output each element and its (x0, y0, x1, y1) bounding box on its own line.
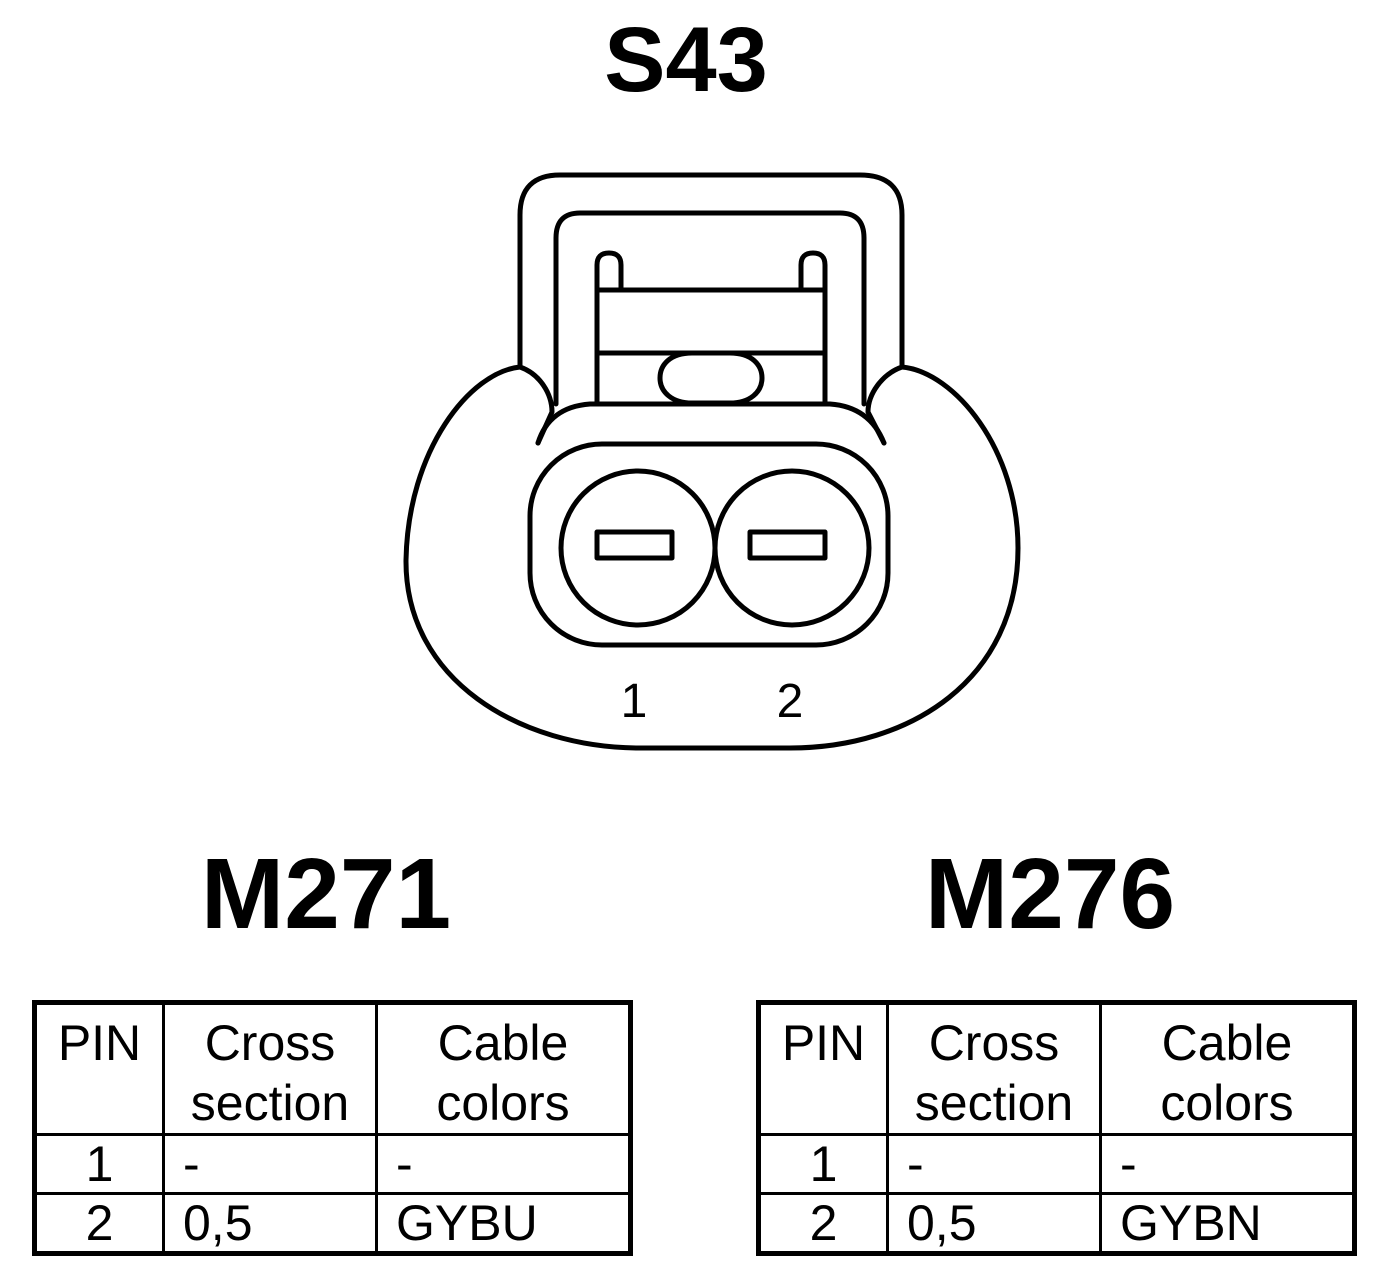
cell-pin: 2 (757, 1192, 889, 1255)
pin-label-1: 1 (621, 675, 648, 728)
connector-title: S43 (604, 9, 768, 111)
header-pin: PIN (33, 1001, 165, 1136)
table-title-m276: M276 (924, 838, 1176, 950)
table-row: 1 - - (33, 1133, 632, 1195)
table-title-m271: M271 (200, 838, 452, 950)
cell-pin: 2 (33, 1192, 165, 1255)
connector-face (535, 401, 887, 446)
cell-pin: 1 (757, 1133, 889, 1195)
latch-post-left (594, 250, 624, 407)
connector-latch-inner (553, 210, 867, 407)
cell-cross-section: - (162, 1133, 378, 1195)
pin-1-contact (594, 529, 675, 561)
header-color-line2: colors (1160, 1075, 1294, 1131)
cell-pin: 1 (33, 1133, 165, 1195)
pin-2-contact (747, 529, 828, 561)
connector-latch-outer (517, 172, 905, 370)
header-color-line1: Cable (1161, 1015, 1293, 1071)
latch-oval (657, 350, 765, 406)
latch-post-right (798, 250, 828, 407)
pin-housing (527, 441, 891, 648)
connector-shoulder-right (865, 364, 905, 446)
cell-cross-section: - (886, 1133, 1102, 1195)
connector-shoulder-left (517, 364, 555, 446)
header-cross-line2: section (914, 1075, 1074, 1131)
cell-cable-color: GYBN (1099, 1192, 1356, 1255)
table-row: 1 - - (757, 1133, 1356, 1195)
header-cross-line1: Cross (928, 1015, 1060, 1071)
cell-cable-color: GYBU (375, 1192, 632, 1255)
header-pin: PIN (757, 1001, 889, 1136)
pin-1-socket (558, 468, 718, 628)
cell-cable-color: - (1099, 1133, 1356, 1195)
header-color-line1: Cable (437, 1015, 569, 1071)
pin-2-socket (712, 468, 872, 628)
pin-label-2: 2 (777, 675, 804, 728)
header-color-line2: colors (436, 1075, 570, 1131)
cell-cable-color: - (375, 1133, 632, 1195)
header-cross-line1: Cross (204, 1015, 336, 1071)
cell-cross-section: 0,5 (162, 1192, 378, 1255)
cell-cross-section: 0,5 (886, 1192, 1102, 1255)
header-cross-line2: section (190, 1075, 350, 1131)
connector-outer-body (403, 364, 1021, 751)
table-row: 2 0,5 GYBN (757, 1192, 1356, 1255)
table-row: 2 0,5 GYBU (33, 1192, 632, 1255)
